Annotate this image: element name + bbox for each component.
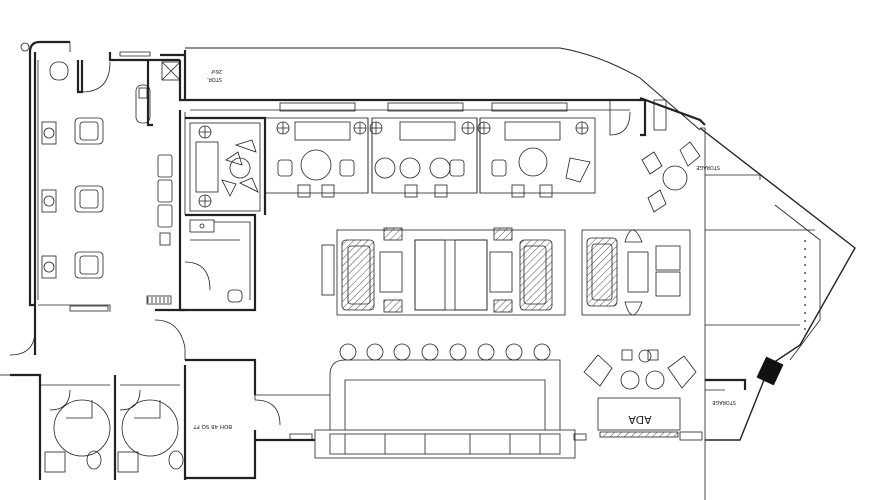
wash-station-2 [41,185,104,213]
booth-2 [369,102,478,198]
toilet-rooms [10,365,187,480]
corridor: STOR. 26sf [119,51,222,360]
storage-lower-label: STORAGE [712,399,736,405]
bar [289,343,587,459]
bar-stools [339,343,551,361]
storage-upper-label: STORAGE [696,164,720,170]
boh-room: BOH 48 SQ FT [185,358,315,480]
window-wall [756,204,821,386]
storage-lower: STORAGE [705,378,747,405]
booth-3 [477,102,596,198]
stor-label: STOR. [207,76,222,82]
lounge-group-right [581,229,691,316]
boh-label: BOH 48 SQ FT [193,423,232,429]
central-lounge [321,227,566,316]
booth-1 [264,102,369,198]
lounge-room [185,116,267,215]
misc-walls [0,374,330,400]
wash-station-1 [41,117,104,145]
wash-station-3 [41,251,104,279]
stor-area-label: 26sf [211,68,222,74]
booth-row [264,102,596,198]
restroom-block-left [9,60,111,356]
ada-label: ADA [628,413,652,426]
office [184,213,257,312]
ada-table: ADA [583,349,703,441]
corner-lounge: STORAGE [609,99,815,500]
